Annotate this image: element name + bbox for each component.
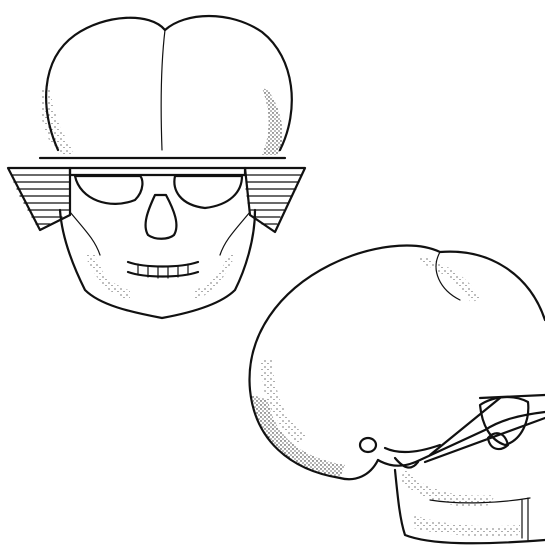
- right-orbit: [174, 176, 242, 208]
- lateral-skull: [250, 246, 545, 544]
- frontal-skull: [8, 16, 305, 318]
- frontal-shading-right: [262, 88, 282, 155]
- nasal-aperture: [146, 195, 177, 239]
- ear-canal: [360, 438, 376, 452]
- frontal-shading-left: [41, 85, 75, 155]
- frontal-cranium: [46, 16, 292, 150]
- frontal-suture: [161, 30, 165, 150]
- left-orbit: [75, 176, 142, 204]
- frontal-orbit-bar: [70, 168, 245, 175]
- teeth: [128, 262, 198, 278]
- lateral-face: [378, 412, 545, 466]
